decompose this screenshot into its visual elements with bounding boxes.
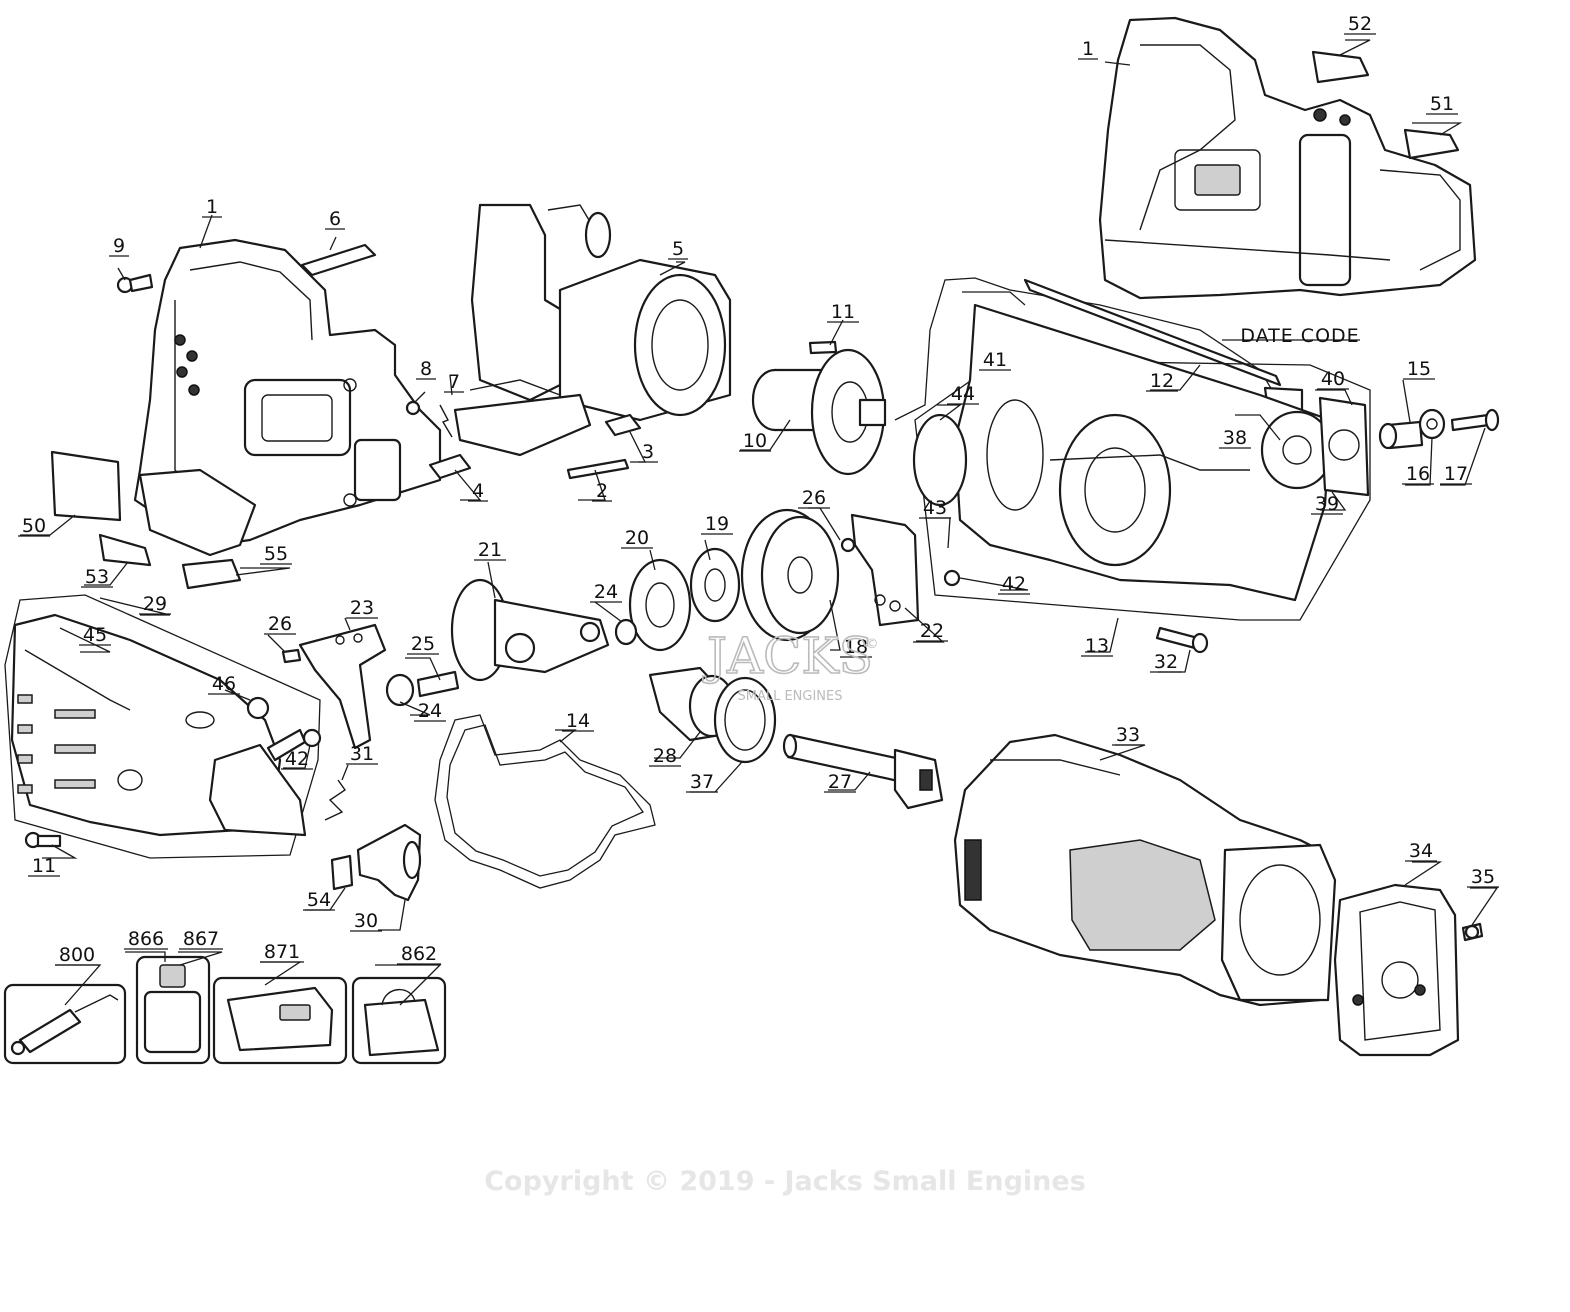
callout-1: 1	[206, 196, 218, 218]
callout-26: 26	[802, 487, 826, 509]
callout-20: 20	[625, 527, 649, 549]
warning-labels	[50, 50, 1460, 590]
callout-54: 54	[307, 889, 331, 911]
watermark-logo: JACKS	[702, 627, 873, 685]
callout-5: 5	[672, 238, 684, 260]
callout-40: 40	[1321, 368, 1345, 390]
callout-16: 16	[1406, 463, 1430, 485]
callout-46: 46	[212, 673, 236, 695]
callout-23: 23	[350, 597, 374, 619]
crank-arm	[385, 578, 610, 707]
callout-50: 50	[22, 515, 46, 537]
callout-7: 7	[448, 371, 460, 393]
gear-case	[912, 303, 1371, 621]
callout-43: 43	[923, 497, 947, 519]
callout-52: 52	[1348, 13, 1372, 35]
callout-24: 24	[418, 700, 442, 722]
callout-34: 34	[1409, 840, 1433, 862]
plunger-shaft	[782, 733, 944, 810]
copyright-notice: Copyright © 2019 - Jacks Small Engines	[484, 1166, 1086, 1197]
callout-21: 21	[478, 539, 502, 561]
callout-28: 28	[653, 745, 677, 767]
bearing-ring	[648, 666, 777, 764]
callout-27: 27	[828, 771, 852, 793]
callout-29: 29	[143, 593, 167, 615]
bushing-washer-bolt	[1155, 408, 1500, 654]
callout-41: 41	[983, 349, 1007, 371]
callout-35: 35	[1471, 866, 1495, 888]
callout-1: 1	[1082, 38, 1094, 60]
watermark-logo-sub: SMALL ENGINES	[737, 689, 842, 704]
callout-26: 26	[268, 613, 292, 635]
callout-24: 24	[594, 581, 618, 603]
shoe-assembly	[4, 594, 322, 859]
bracket-plate	[850, 513, 920, 627]
callout-13: 13	[1085, 635, 1109, 657]
callout-867: 867	[183, 928, 219, 950]
callout-3: 3	[642, 441, 654, 463]
blade-clamp	[1333, 883, 1484, 1057]
motor-assembly	[453, 203, 732, 457]
callout-18: 18	[844, 636, 868, 658]
callout-32: 32	[1154, 651, 1178, 673]
callout-15: 15	[1407, 358, 1431, 380]
callout-42: 42	[285, 748, 309, 770]
callout-42: 42	[1002, 573, 1026, 595]
callout-38: 38	[1223, 427, 1247, 449]
callout-25: 25	[411, 633, 435, 655]
gasket-wire	[434, 714, 656, 889]
callout-19: 19	[705, 513, 729, 535]
small-parts-group	[116, 243, 642, 480]
callout-53: 53	[85, 566, 109, 588]
callout-871: 871	[264, 941, 300, 963]
housing-left	[133, 238, 442, 557]
callout-862: 862	[401, 943, 437, 965]
guide-plate	[281, 623, 387, 750]
callout-51: 51	[1430, 93, 1454, 115]
callout-800: 800	[59, 944, 95, 966]
date-code-label: DATE CODE	[1240, 325, 1359, 347]
callout-12: 12	[1150, 370, 1174, 392]
callout-33: 33	[1116, 724, 1140, 746]
callout-45: 45	[83, 624, 107, 646]
callout-30: 30	[354, 910, 378, 932]
callout-37: 37	[690, 771, 714, 793]
callout-14: 14	[566, 710, 590, 732]
gear-and-wobble-plate	[614, 508, 856, 652]
housing-right	[1098, 16, 1477, 300]
callout-6: 6	[329, 208, 341, 230]
armature-fan	[751, 340, 887, 476]
callout-9: 9	[113, 235, 125, 257]
lever-spring	[324, 779, 422, 902]
callout-44: 44	[951, 383, 975, 405]
callout-8: 8	[420, 358, 432, 380]
accessory-boxes	[3, 955, 447, 1065]
callout-10: 10	[743, 430, 767, 452]
callout-2: 2	[596, 480, 608, 502]
callout-11: 11	[831, 301, 855, 323]
callout-17: 17	[1444, 463, 1468, 485]
callout-866: 866	[128, 928, 164, 950]
callout-55: 55	[264, 543, 288, 565]
callout-31: 31	[350, 743, 374, 765]
callout-39: 39	[1315, 493, 1339, 515]
callout-11: 11	[32, 855, 56, 877]
watermark-mark: ©	[866, 637, 879, 652]
nose-cover	[953, 733, 1337, 1007]
callout-4: 4	[472, 480, 484, 502]
callout-22: 22	[920, 620, 944, 642]
